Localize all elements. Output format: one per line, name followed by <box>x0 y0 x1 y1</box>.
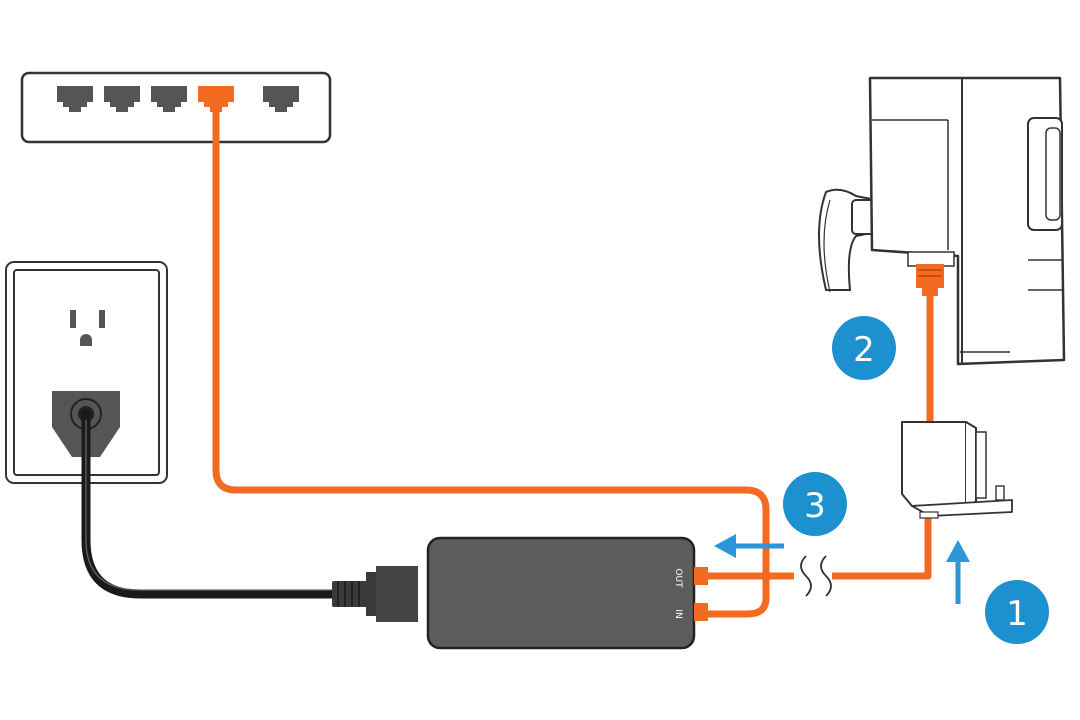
step-2-number: 2 <box>853 330 875 370</box>
step-3-number: 3 <box>804 486 826 526</box>
wall-outlet-icon <box>5 261 168 484</box>
switch-port-active <box>198 86 234 112</box>
ethernet-cable-switch-to-injector <box>212 110 770 618</box>
arrow-up-icon <box>946 540 970 604</box>
cable-break-mark <box>800 555 832 597</box>
ethernet-cable-long-run <box>832 512 932 580</box>
step-1-number: 1 <box>1006 594 1028 634</box>
switch-port-3 <box>151 86 187 112</box>
injector-out-label: OUT <box>673 568 683 588</box>
switch-port-5 <box>263 86 299 112</box>
network-switch-icon <box>20 71 332 144</box>
switch-port-1 <box>57 86 93 112</box>
step-1-callout: 1 <box>985 580 1049 644</box>
arrow-left-icon <box>714 534 784 558</box>
step-3-callout: 3 <box>783 472 847 536</box>
poe-injector-icon: OUT IN <box>426 536 708 650</box>
camera-mount-icon <box>901 421 1013 519</box>
security-camera-icon <box>818 76 1066 366</box>
injector-in-label: IN <box>673 609 683 618</box>
step-2-callout: 2 <box>832 316 896 380</box>
switch-port-2 <box>104 86 140 112</box>
power-connector <box>332 566 418 622</box>
power-cable-highlight <box>85 420 338 591</box>
